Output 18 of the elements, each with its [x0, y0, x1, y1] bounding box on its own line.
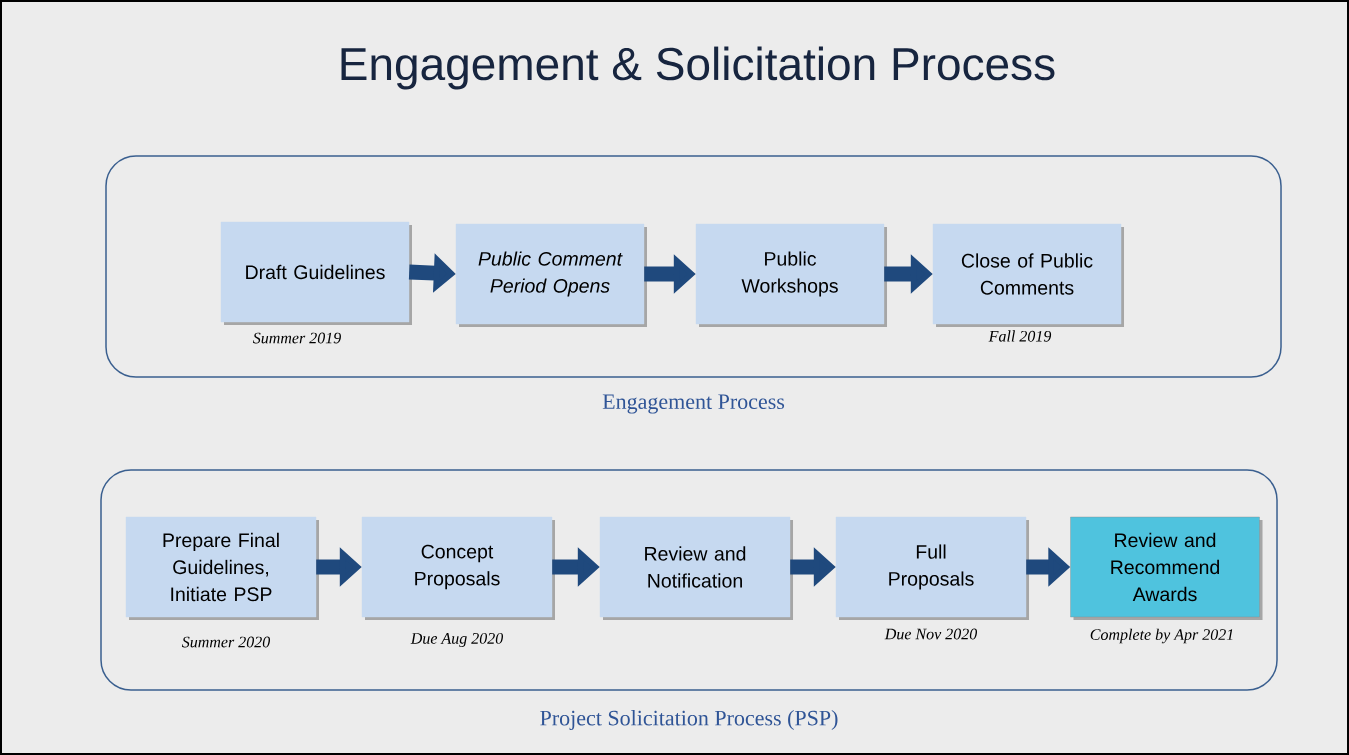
group-label: Project Solicitation Process (PSP)	[540, 710, 838, 730]
date-note: Summer 2019	[252, 332, 341, 344]
date-note: Complete by Apr 2021	[1090, 628, 1233, 644]
process-box: Concept Proposals	[361, 516, 555, 620]
process-box: Close of Public Comments	[932, 223, 1124, 327]
process-box: Public Comment Period Opens	[455, 223, 647, 327]
group-label: Engagement Process	[602, 394, 785, 414]
process-box: Draft Guidelines	[220, 221, 412, 325]
date-note: Summer 2020	[181, 636, 270, 648]
process-box: Review and Notification	[599, 516, 793, 620]
process-box: Prepare Final Guidelines, Initiate PSP	[125, 516, 319, 620]
date-note: Due Nov 2020	[884, 628, 977, 640]
process-box: Public Workshops	[695, 223, 887, 327]
process-box: Full Proposals	[835, 516, 1029, 620]
date-note: Due Aug 2020	[410, 633, 503, 648]
process-box: Review and Recommend Awards	[1070, 516, 1263, 620]
date-note: Fall 2019	[988, 330, 1052, 342]
title: Engagement & Solicitation Process	[341, 46, 1055, 90]
